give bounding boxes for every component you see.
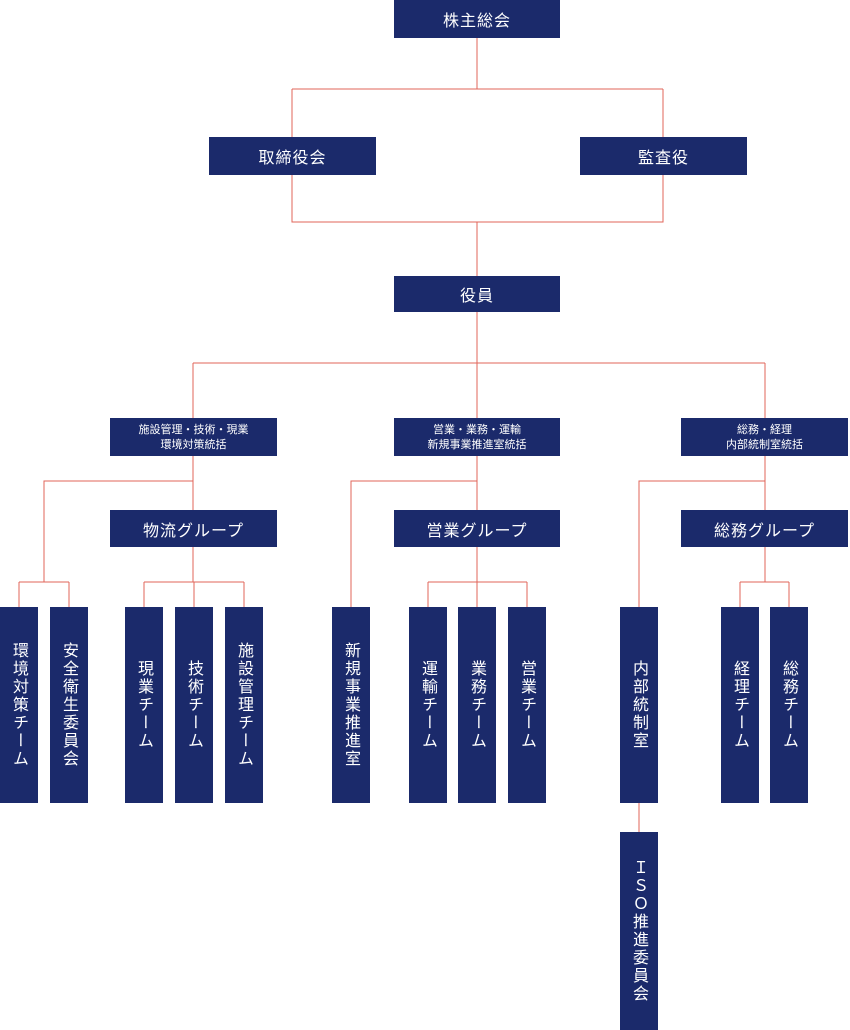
general-team-box: 総務チーム <box>770 607 808 803</box>
executives-box: 役員 <box>394 276 560 312</box>
newbiz-office-box: 新規事業推進室 <box>332 607 370 803</box>
accounting-team-box: 経理チーム <box>721 607 759 803</box>
operations-team-box: 業務チーム <box>458 607 496 803</box>
internal-control-box: 内部統制室 <box>620 607 658 803</box>
field-team-box: 現業チーム <box>125 607 163 803</box>
shareholders-meeting-box: 株主総会 <box>394 0 560 38</box>
board-of-directors-box: 取締役会 <box>209 137 376 175</box>
env-team-box: 環境対策チーム <box>0 607 38 803</box>
division-facility-box: 施設管理・技術・現業 環境対策統括 <box>110 418 277 456</box>
division-admin-box: 総務・経理 内部統制室統括 <box>681 418 848 456</box>
sales-team-box: 営業チーム <box>508 607 546 803</box>
admin-group-box: 総務グループ <box>681 510 848 547</box>
tech-team-box: 技術チーム <box>175 607 213 803</box>
division-sales-box: 営業・業務・運輸 新規事業推進室統括 <box>394 418 560 456</box>
transport-team-box: 運輸チーム <box>409 607 447 803</box>
auditor-box: 監査役 <box>580 137 747 175</box>
safety-committee-box: 安全衛生委員会 <box>50 607 88 803</box>
sales-group-box: 営業グループ <box>394 510 560 547</box>
iso-committee-box: ＩＳＯ推進委員会 <box>620 832 658 1030</box>
logistics-group-box: 物流グループ <box>110 510 277 547</box>
facility-team-box: 施設管理チーム <box>225 607 263 803</box>
